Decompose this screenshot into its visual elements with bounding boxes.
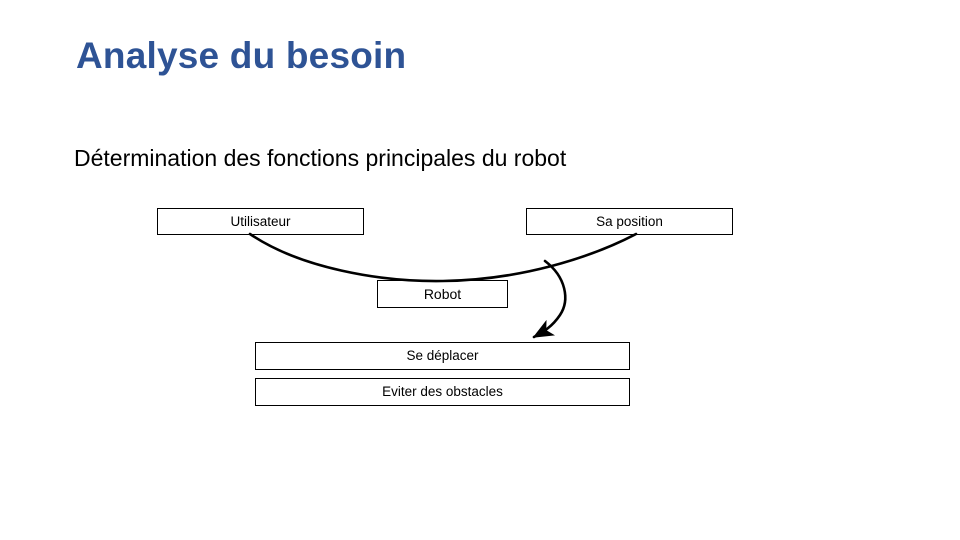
- diagram-node-label: Se déplacer: [406, 348, 479, 364]
- connector-arc-utilisateur-to-sa-position: [248, 232, 638, 283]
- connector-arrow-to-se-deplacer: [532, 259, 567, 339]
- diagram-node-label: Robot: [423, 286, 462, 302]
- diagram-node-label: Sa position: [596, 213, 663, 229]
- diagram-node-robot[interactable]: Robot: [377, 280, 508, 308]
- page-title: Analyse du besoin: [76, 35, 407, 76]
- slide-subtitle: Détermination des fonctions principales …: [74, 145, 567, 171]
- diagram-node-se-deplacer[interactable]: Se déplacer: [255, 342, 630, 370]
- diagram-node-label: Utilisateur: [230, 213, 291, 229]
- diagram-node-sa-position[interactable]: Sa position: [526, 208, 733, 235]
- diagram-node-label: Eviter des obstacles: [382, 384, 503, 400]
- diagram-node-eviter-des-obstacles[interactable]: Eviter des obstacles: [255, 378, 630, 406]
- diagram-node-utilisateur[interactable]: Utilisateur: [157, 208, 364, 235]
